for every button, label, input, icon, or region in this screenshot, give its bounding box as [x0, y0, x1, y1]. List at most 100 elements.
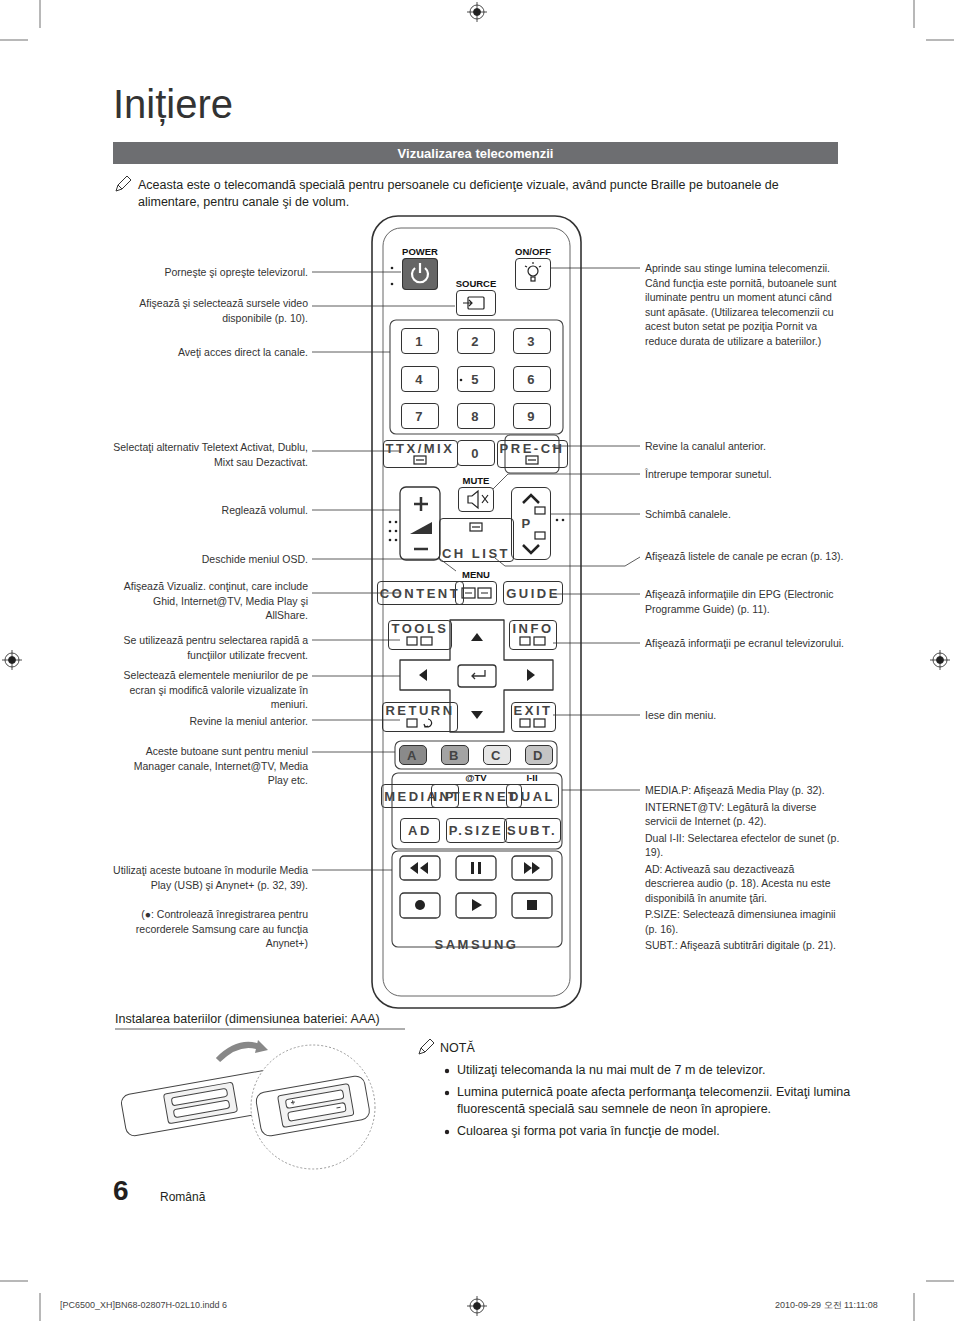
remote-button: SOURCE	[456, 290, 496, 316]
button-icon	[534, 719, 545, 727]
button-label: 2	[471, 334, 481, 349]
button-icon	[463, 300, 472, 306]
number-button: 7	[401, 403, 439, 429]
button-label: 9	[527, 409, 537, 424]
number-button: 6	[513, 366, 551, 392]
button-label: CH LIST	[442, 548, 510, 559]
button-label: 1	[415, 334, 425, 349]
braille-dot	[389, 267, 565, 542]
crop-mark	[926, 40, 954, 41]
button-label: C	[491, 748, 503, 763]
leader-line	[553, 594, 640, 595]
page-text: [PC6500_XH]BN68-02807H-02L10.indd 6	[60, 1300, 320, 1311]
button-icon	[470, 523, 482, 531]
number-button: 8	[457, 403, 495, 429]
playback-symbol	[410, 862, 428, 874]
leader-line	[312, 640, 400, 641]
button-icon	[424, 719, 432, 727]
page-text: Aceasta este o telecomandă specială pent…	[138, 177, 838, 211]
bullet	[445, 1069, 449, 1073]
battery-illustration	[288, 1102, 347, 1121]
section-underline	[115, 1029, 405, 1030]
button-icon	[416, 459, 424, 460]
callout-text: Dual I-II: Selectarea efectelor de sunet…	[645, 831, 845, 860]
color-button: A	[399, 745, 427, 765]
remote-button: RETURN	[382, 702, 458, 732]
button-icon	[531, 277, 535, 281]
channel-chevrons	[523, 545, 539, 553]
crop-mark	[926, 1281, 954, 1282]
callout-text: Aveţi acces direct la canale.	[113, 345, 308, 360]
braille-dot	[556, 519, 559, 522]
remote-button: I-IIDUAL	[506, 784, 559, 808]
playback-symbol	[524, 862, 540, 874]
callout-text: SUBT.: Afişează subtitrări digitale (p. …	[645, 938, 845, 953]
leader-line	[312, 676, 400, 677]
number-button: 9	[513, 403, 551, 429]
button-label: Vizualizarea telecomenzii	[398, 146, 554, 161]
callout-text: INTERNET@TV: Legătură la diverse servici…	[645, 800, 845, 829]
button-label: P	[521, 516, 532, 531]
callout-text: Reglează volumul.	[113, 503, 308, 518]
button-group-outline	[390, 320, 563, 434]
button-label: RETURN	[385, 705, 454, 716]
registration-mark	[940, 650, 941, 670]
braille-dot	[389, 539, 392, 542]
registration-mark	[477, 2, 478, 22]
remote-button: AD	[400, 818, 440, 843]
number-button: 0	[457, 440, 495, 466]
playback-button	[512, 856, 552, 880]
braille-dot	[389, 530, 392, 533]
remote-button: CH LIST	[439, 518, 514, 562]
button-label: TTX/MIX	[386, 443, 455, 454]
navigation-pad	[458, 665, 496, 687]
remote-button: EXIT	[511, 702, 556, 732]
button-label: DUAL	[509, 791, 555, 802]
page-text: Culoarea şi forma pot varia în funcţie d…	[457, 1123, 852, 1140]
button-caption: MENU	[462, 569, 490, 580]
button-group-outline	[390, 320, 563, 947]
leader-line	[312, 752, 395, 753]
registration-mark	[467, 2, 487, 22]
battery-illustration	[251, 1045, 375, 1169]
registration-mark	[930, 650, 950, 670]
braille-dot	[562, 519, 565, 522]
leader-line	[553, 643, 640, 644]
button-icon	[419, 263, 421, 273]
callout-text: Revine la canalul anterior.	[645, 439, 845, 454]
button-icon	[472, 526, 480, 527]
registration-mark	[467, 1296, 487, 1316]
callout-text: Afişează informaţiile din EPG (Electroni…	[645, 587, 845, 616]
leader-line	[552, 446, 640, 447]
remote-button: SUBT.	[504, 818, 561, 843]
page-text: NOTĂ	[440, 1040, 540, 1057]
color-button: B	[441, 745, 469, 765]
button-icon	[520, 637, 530, 645]
number-button: 1	[401, 328, 439, 354]
callout-text: Selectează elementele meniurilor de pe e…	[113, 668, 308, 712]
section-underline	[115, 1029, 405, 1030]
remote-body: SAMSUNGPOWERON/OFFSOURCE123456789TTX/MIX…	[372, 216, 581, 1008]
playback-button	[400, 856, 552, 918]
color-button: C	[483, 745, 511, 765]
button-label: D	[533, 748, 545, 763]
braille-dot	[395, 539, 398, 542]
callout-text: Iese din meniu.	[645, 708, 845, 723]
remote-button: MUTE	[458, 487, 494, 512]
remote-button: P.SIZE	[446, 818, 507, 843]
page-title: Inițiere	[113, 84, 233, 124]
callout-text: Afişează Vizualiz. conţinut, care includ…	[113, 579, 308, 623]
playback-symbol	[478, 862, 481, 874]
battery-illustration	[291, 1092, 341, 1115]
remote-button: ON/OFF	[515, 258, 551, 290]
page-text: Română	[160, 1190, 260, 1204]
remote-button: MENU	[455, 581, 497, 605]
crop-mark	[40, 0, 41, 28]
remote-body	[372, 216, 581, 1008]
braille-dot	[389, 521, 392, 524]
remote-button: INFO	[509, 620, 557, 650]
callout-text: Revine la meniul anterior.	[113, 714, 308, 729]
callout-text: MEDIA.P: Afişează Media Play (p. 32).	[645, 783, 845, 798]
button-label: 7	[415, 409, 425, 424]
